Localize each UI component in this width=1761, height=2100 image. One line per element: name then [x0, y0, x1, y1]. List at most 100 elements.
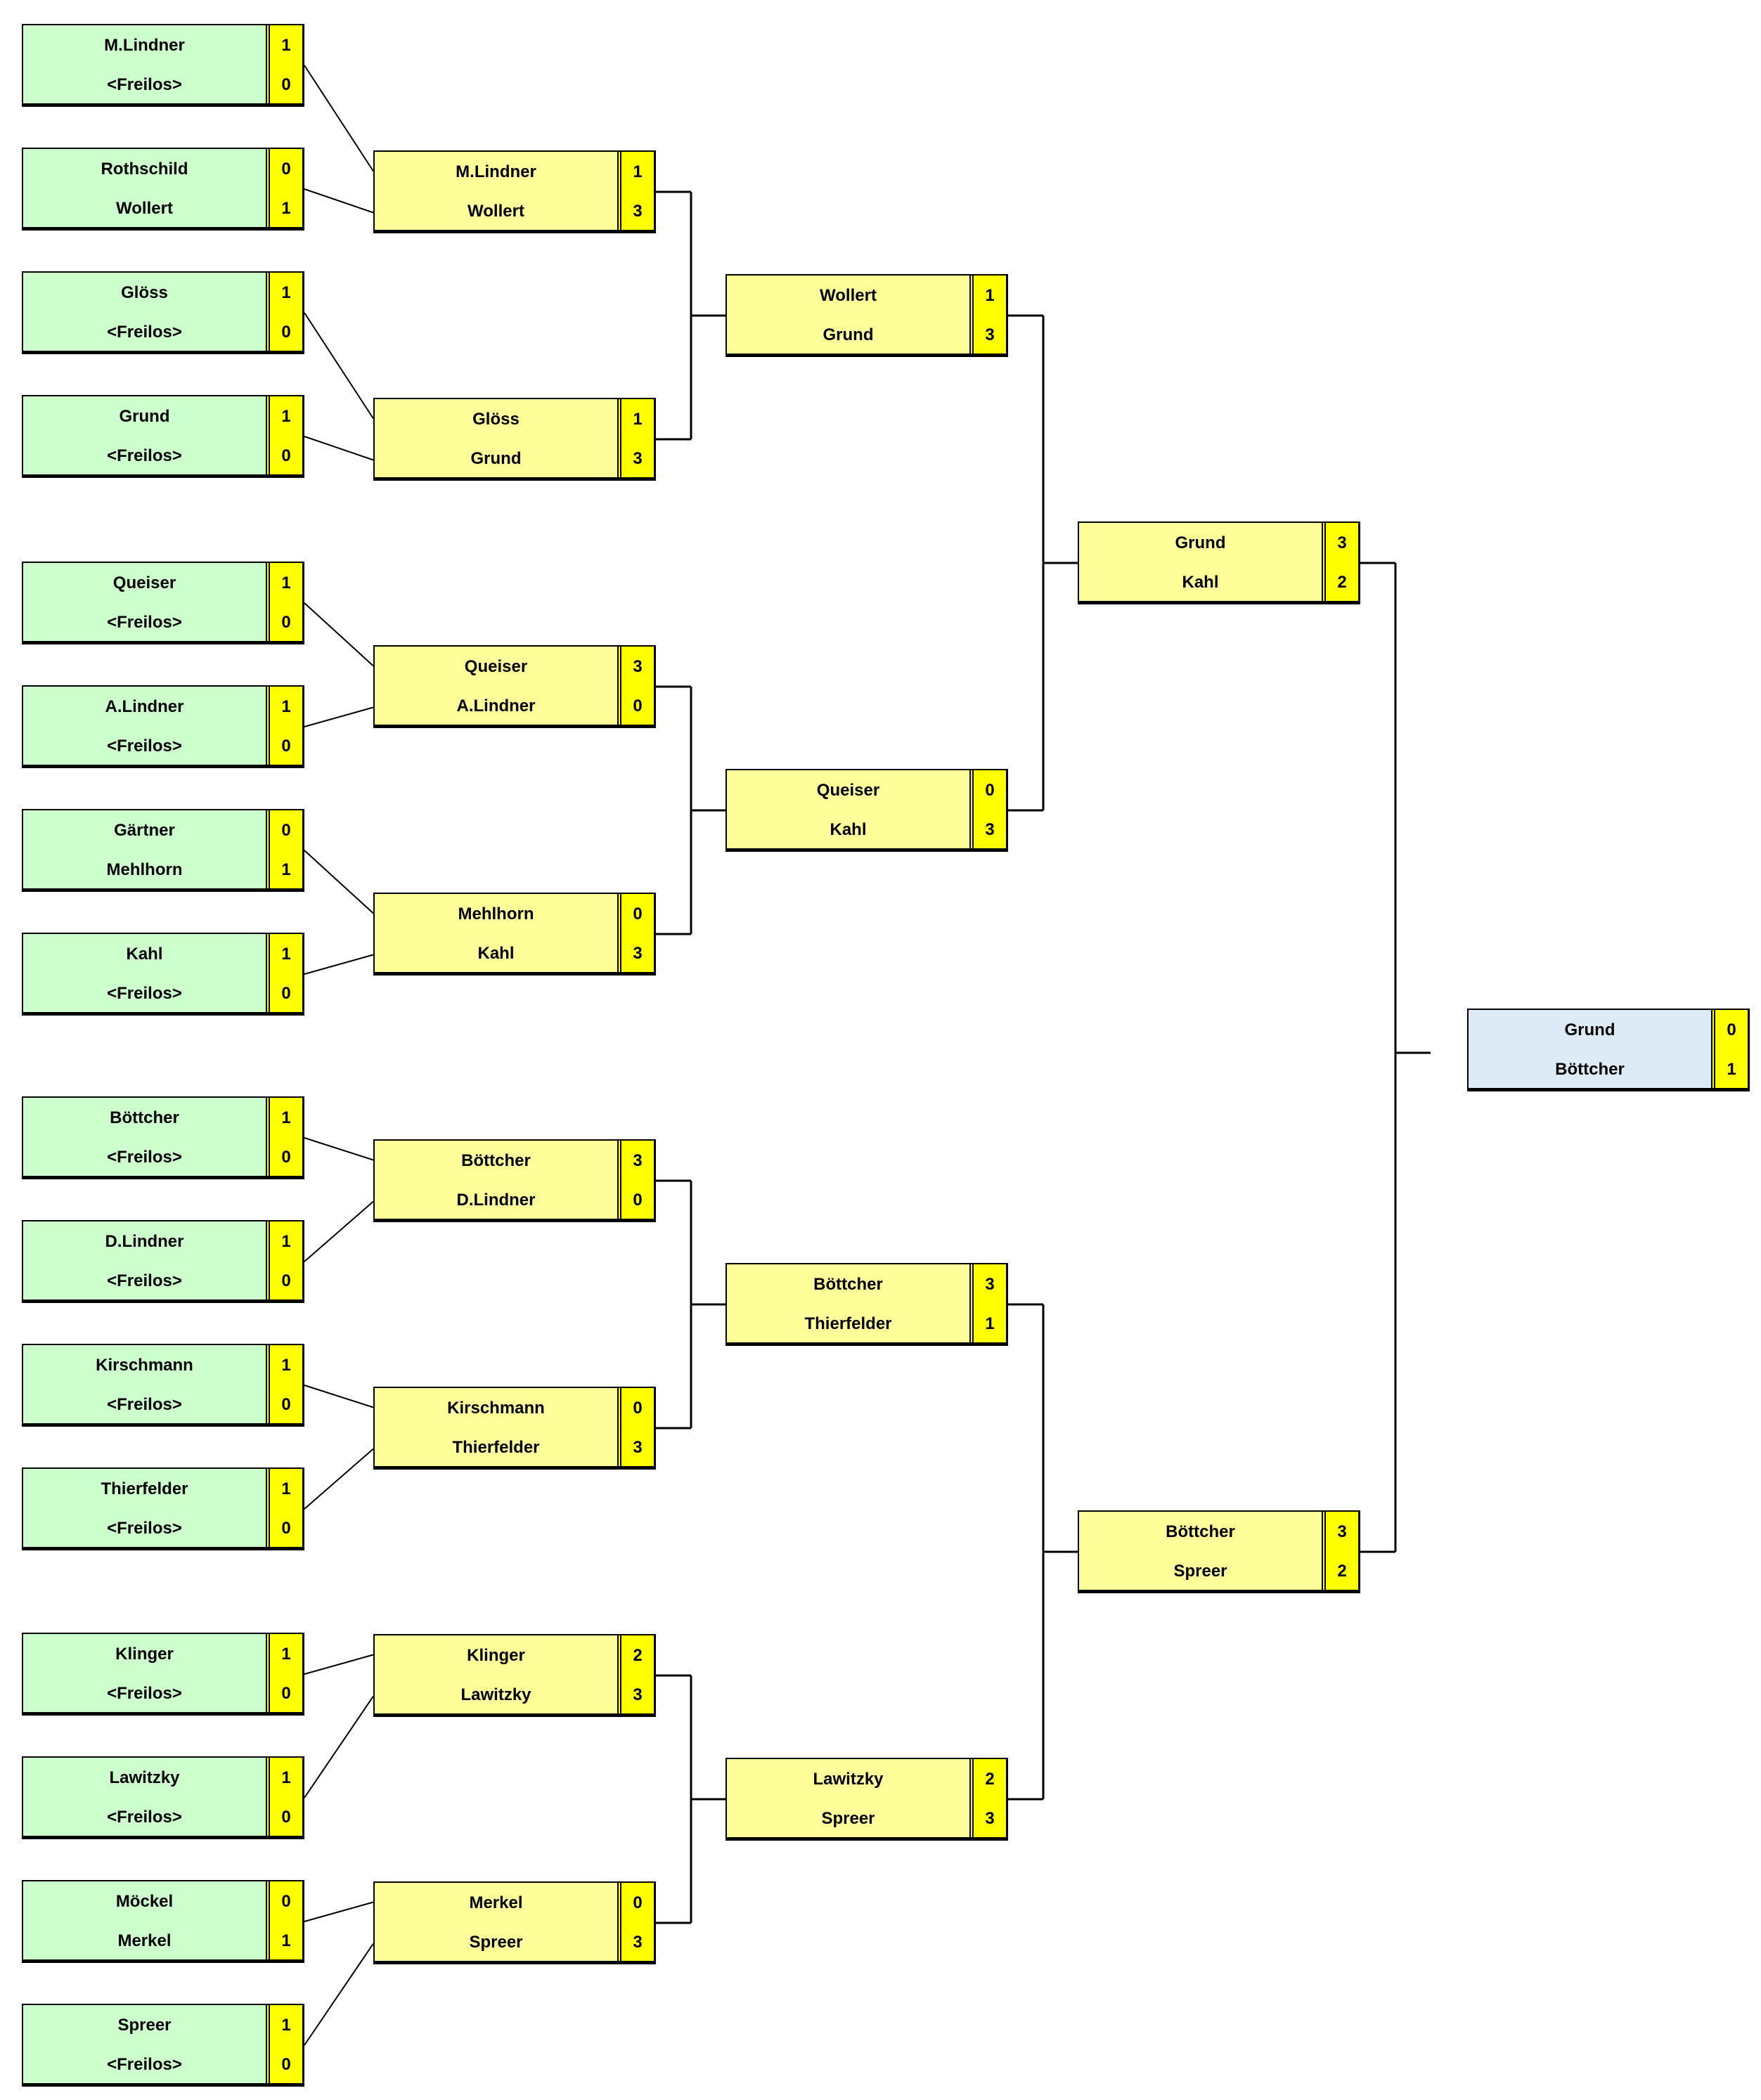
player-row[interactable]: <Freilos>0	[23, 1139, 302, 1176]
player-row[interactable]: <Freilos>0	[23, 66, 302, 103]
player-row[interactable]: <Freilos>0	[23, 604, 302, 641]
player-row[interactable]: <Freilos>0	[23, 1798, 302, 1836]
player-row[interactable]: <Freilos>0	[23, 437, 302, 474]
player-row[interactable]: <Freilos>0	[23, 313, 302, 351]
player-row[interactable]: <Freilos>0	[23, 1675, 302, 1712]
player-row[interactable]: <Freilos>0	[23, 1510, 302, 1547]
player-score: 2	[1322, 564, 1358, 601]
player-name: Möckel	[23, 1881, 266, 1922]
player-row[interactable]: <Freilos>0	[23, 2046, 302, 2083]
player-name: M.Lindner	[375, 152, 617, 193]
player-row[interactable]: <Freilos>0	[23, 1262, 302, 1299]
player-score: 1	[266, 1922, 302, 1959]
player-name: <Freilos>	[23, 66, 266, 103]
player-row[interactable]: <Freilos>0	[23, 727, 302, 765]
feeder-line	[304, 1137, 374, 1161]
player-row[interactable]: <Freilos>0	[23, 975, 302, 1012]
player-score: 0	[266, 604, 302, 641]
player-row[interactable]: <Freilos>0	[23, 1386, 302, 1423]
